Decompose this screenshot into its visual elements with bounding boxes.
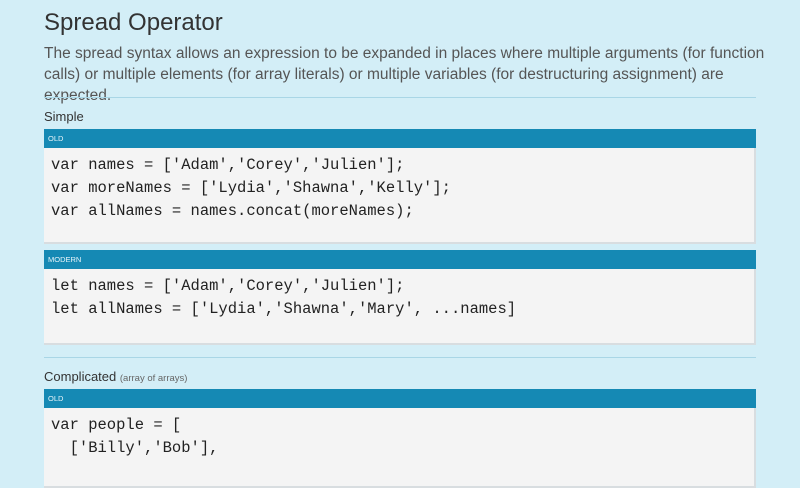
section-heading-complicated: Complicated (array of arrays) (44, 369, 187, 384)
section-title: Complicated (44, 369, 117, 384)
code-label-old: OLD (44, 129, 756, 148)
code-label-old: OLD (44, 389, 756, 408)
page-title: Spread Operator (44, 9, 223, 36)
code-block-modern: let names = ['Adam','Corey','Julien']; l… (44, 269, 756, 345)
code-block-old: var people = [ ['Billy','Bob'], (44, 408, 756, 488)
page-description: The spread syntax allows an expression t… (44, 45, 765, 104)
section-note: (array of arrays) (119, 373, 188, 384)
section-title: Simple (44, 109, 84, 124)
section-heading-simple: Simple (44, 109, 84, 124)
code-block-old: var names = ['Adam','Corey','Julien']; v… (44, 148, 756, 244)
divider (44, 357, 756, 358)
divider (44, 97, 756, 98)
code-label-modern: MODERN (44, 250, 756, 269)
